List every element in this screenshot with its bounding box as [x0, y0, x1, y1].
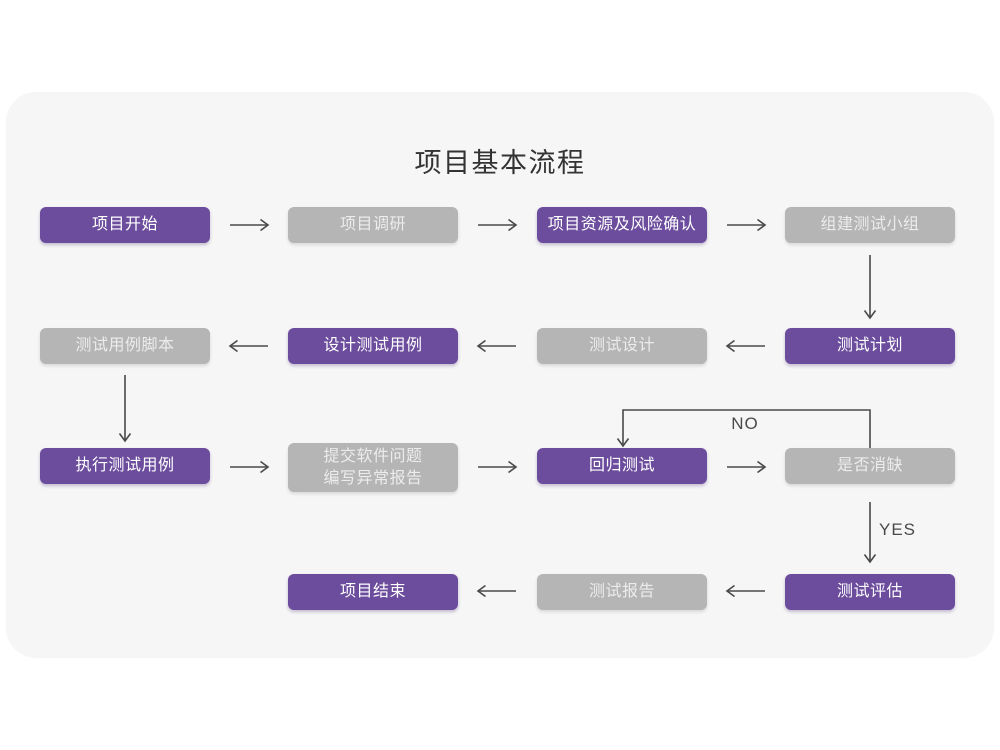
- diagram-title: 项目基本流程: [414, 148, 586, 178]
- flow-node-resources-risk: 项目资源及风险确认: [537, 207, 707, 243]
- flow-node-run-test-cases: 执行测试用例: [40, 448, 210, 484]
- flow-node-design-test-cases: 设计测试用例: [288, 328, 458, 364]
- flow-node-test-plan: 测试计划: [785, 328, 955, 364]
- flow-node-project-end: 项目结束: [288, 574, 458, 610]
- flow-node-test-report: 测试报告: [537, 574, 707, 610]
- edge-label-yes: YES: [879, 520, 917, 539]
- flow-node-project-start: 项目开始: [40, 207, 210, 243]
- flow-node-project-research: 项目调研: [288, 207, 458, 243]
- flow-node-defect-cleared: 是否消缺: [785, 448, 955, 484]
- flow-node-build-test-team: 组建测试小组: [785, 207, 955, 243]
- flow-node-test-design: 测试设计: [537, 328, 707, 364]
- flowchart-card-background: [6, 92, 994, 658]
- edge-label-no: NO: [731, 414, 759, 433]
- flow-node-submit-issues: 提交软件问题 编写异常报告: [288, 443, 458, 492]
- flow-node-test-case-script: 测试用例脚本: [40, 328, 210, 364]
- flow-node-regression-test: 回归测试: [537, 448, 707, 484]
- flow-node-test-evaluation: 测试评估: [785, 574, 955, 610]
